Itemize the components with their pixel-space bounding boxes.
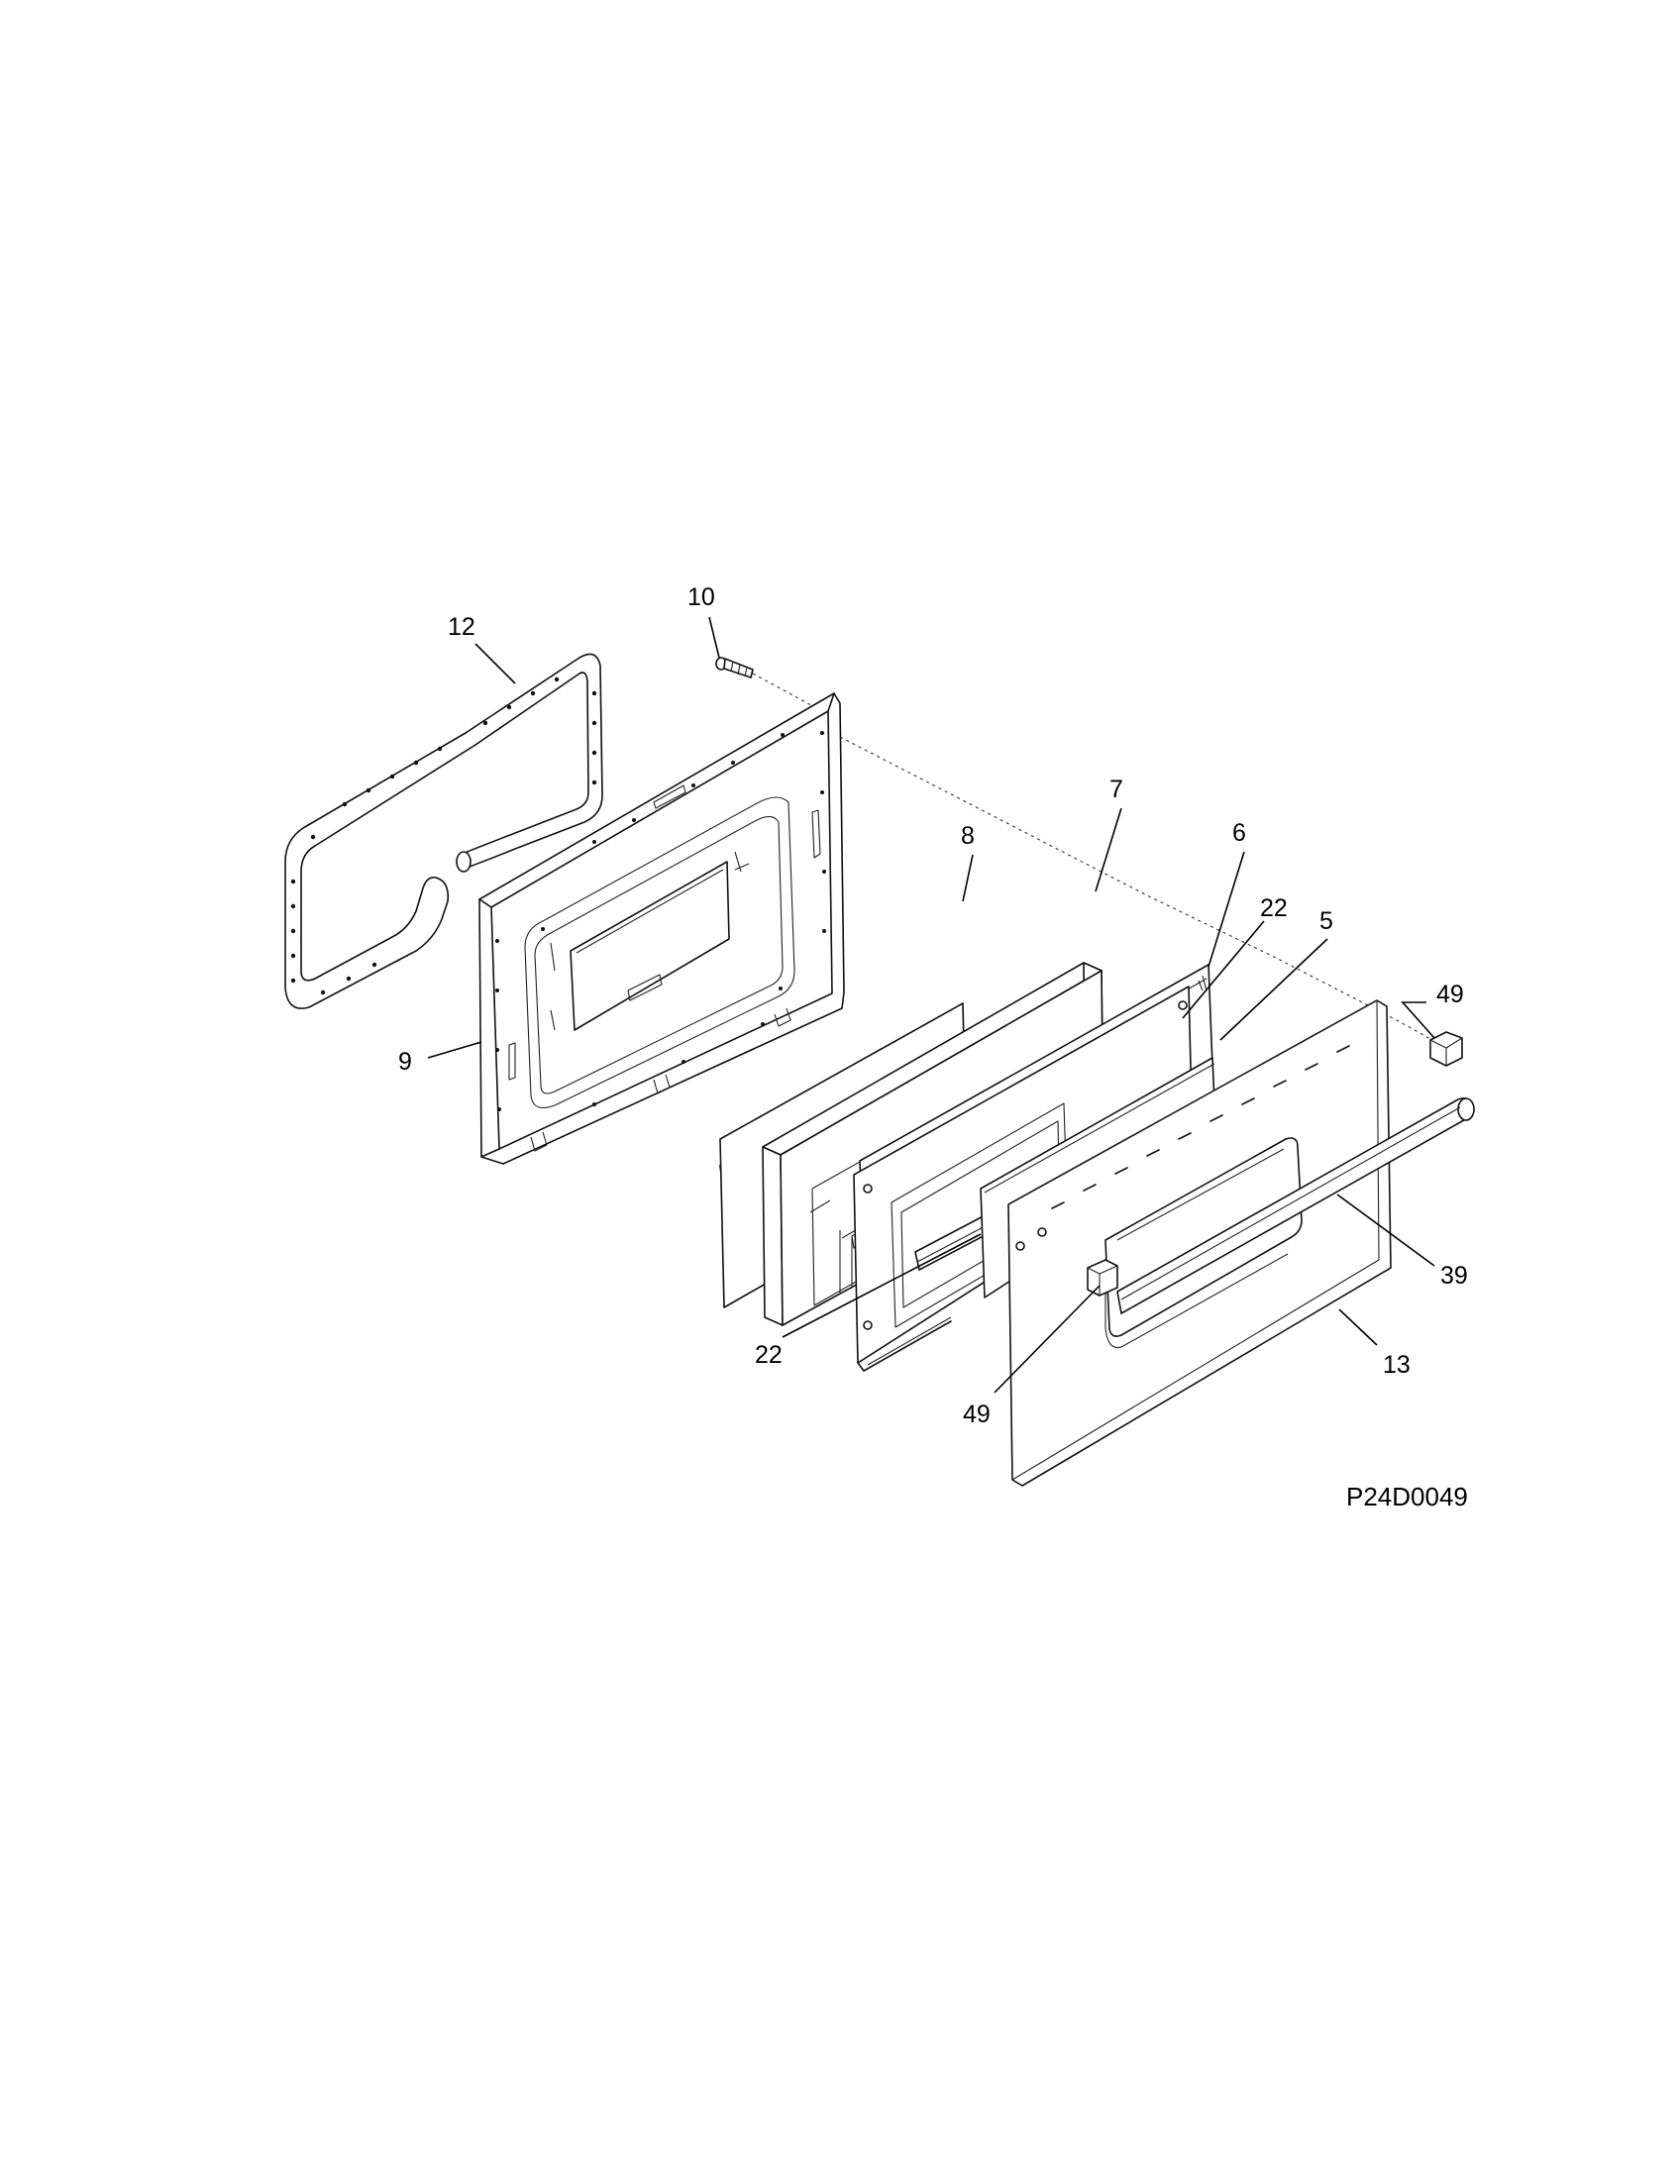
screw-part-10 [715, 657, 754, 678]
door-vents [1051, 1045, 1350, 1209]
diagram-code: P24D0049 [1346, 1482, 1468, 1511]
leader-39 [1336, 1194, 1435, 1267]
leader-49-bottom [994, 1285, 1101, 1394]
leader-22-bottom [782, 1233, 982, 1338]
callout-49-bottom: 49 [963, 1401, 991, 1428]
assembly-guide-line [752, 673, 1433, 1041]
callout-22-top: 22 [1260, 894, 1288, 922]
leader-13 [1338, 1308, 1378, 1346]
door-handle-part-39 [1116, 1097, 1475, 1314]
callout-7: 7 [1109, 776, 1123, 803]
callout-5: 5 [1319, 907, 1333, 935]
gasket-clips [290, 676, 597, 995]
outer-door-panel-part-13 [1007, 999, 1392, 1487]
leader-10 [708, 616, 720, 659]
callout-8: 8 [961, 822, 975, 850]
callout-labels: 12 10 9 8 7 6 22 5 49 39 13 49 22 [398, 583, 1468, 1428]
callout-9: 9 [398, 1048, 412, 1076]
door-liner-part-9 [478, 692, 845, 1165]
leader-7 [1095, 807, 1122, 892]
callout-12: 12 [448, 613, 475, 641]
door-gasket-part-12 [284, 653, 603, 1009]
leader-8 [962, 854, 974, 902]
handle-endcap-part-49-upper [1429, 1031, 1463, 1067]
leader-49-top [1401, 1001, 1435, 1039]
callout-13: 13 [1383, 1351, 1411, 1379]
callout-10: 10 [687, 583, 715, 611]
leader-6 [1208, 851, 1245, 968]
leader-5 [1219, 938, 1328, 1041]
leader-12 [474, 643, 516, 684]
leader-lines [427, 616, 1435, 1394]
leader-22-top [1182, 920, 1265, 1019]
handle-endcap-part-49-lower [1087, 1259, 1118, 1297]
callout-39: 39 [1440, 1262, 1468, 1290]
callout-22-bottom: 22 [755, 1341, 783, 1369]
liner-rivets [495, 731, 826, 1111]
callout-6: 6 [1232, 819, 1246, 847]
callout-49-top: 49 [1436, 981, 1464, 1008]
leader-9 [427, 1041, 482, 1059]
